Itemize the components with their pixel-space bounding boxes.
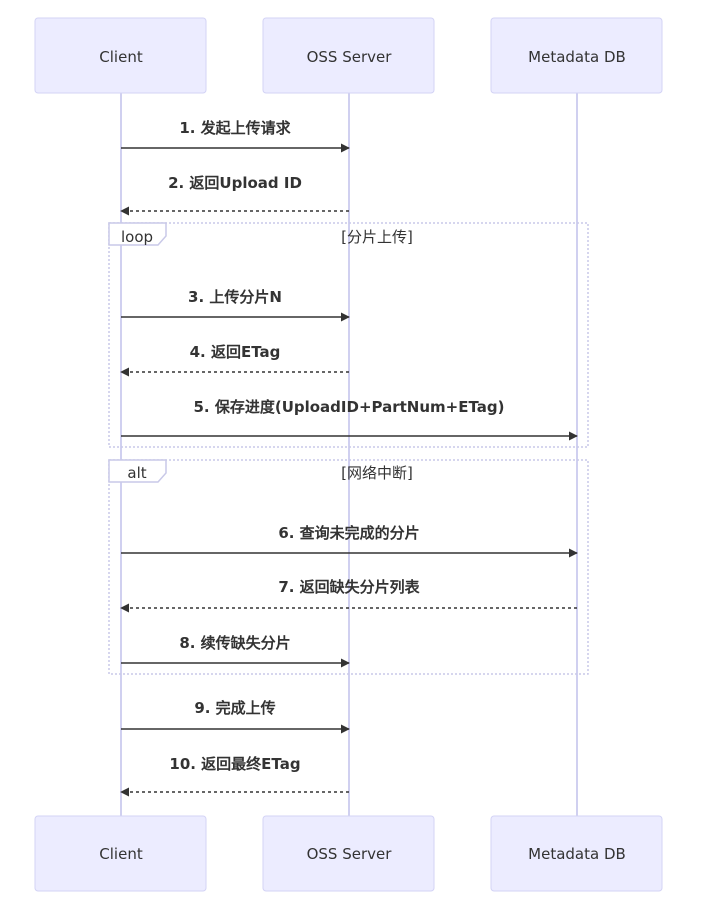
- alt-condition: [网络中断]: [341, 464, 413, 482]
- loop-frame: loop [分片上传]: [108, 222, 589, 448]
- alt-keyword: alt: [127, 464, 146, 482]
- message-9: 9. 完成上传: [121, 699, 350, 734]
- actor-client-top: Client: [34, 17, 207, 94]
- message-10-label: 10. 返回最终ETag: [169, 755, 300, 773]
- message-8-label: 8. 续传缺失分片: [179, 634, 290, 652]
- actor-oss-bottom: OSS Server: [262, 815, 435, 892]
- actor-db-bottom-label: Metadata DB: [528, 845, 626, 863]
- message-7: 7. 返回缺失分片列表: [120, 578, 577, 613]
- actor-db-top-label: Metadata DB: [528, 48, 626, 66]
- actor-db-bottom: Metadata DB: [490, 815, 663, 892]
- actor-db-top: Metadata DB: [490, 17, 663, 94]
- message-1-label: 1. 发起上传请求: [179, 119, 291, 137]
- actor-client-top-label: Client: [99, 48, 143, 66]
- actor-oss-top: OSS Server: [262, 17, 435, 94]
- actor-oss-top-label: OSS Server: [307, 48, 393, 66]
- message-2: 2. 返回Upload ID: [120, 174, 349, 216]
- actor-client-bottom: Client: [34, 815, 207, 892]
- message-3-label: 3. 上传分片N: [188, 288, 282, 306]
- message-8: 8. 续传缺失分片: [121, 634, 350, 668]
- loop-frame-tab: [108, 222, 167, 246]
- alt-frame-tab: [108, 459, 167, 483]
- message-6-label: 6. 查询未完成的分片: [278, 524, 419, 542]
- message-6: 6. 查询未完成的分片: [121, 524, 578, 558]
- message-4-label: 4. 返回ETag: [190, 343, 281, 361]
- message-3: 3. 上传分片N: [121, 288, 350, 322]
- loop-keyword: loop: [121, 228, 153, 246]
- message-1: 1. 发起上传请求: [121, 119, 350, 153]
- message-7-label: 7. 返回缺失分片列表: [278, 578, 420, 596]
- message-9-label: 9. 完成上传: [194, 699, 275, 717]
- loop-condition: [分片上传]: [341, 228, 413, 246]
- message-2-label: 2. 返回Upload ID: [168, 174, 302, 192]
- actor-oss-bottom-label: OSS Server: [307, 845, 393, 863]
- message-5-label: 5. 保存进度(UploadID+PartNum+ETag): [193, 398, 504, 416]
- message-5: 5. 保存进度(UploadID+PartNum+ETag): [121, 398, 578, 441]
- alt-frame: alt [网络中断]: [108, 459, 589, 675]
- actor-client-bottom-label: Client: [99, 845, 143, 863]
- message-4: 4. 返回ETag: [120, 343, 349, 377]
- message-10: 10. 返回最终ETag: [120, 755, 349, 797]
